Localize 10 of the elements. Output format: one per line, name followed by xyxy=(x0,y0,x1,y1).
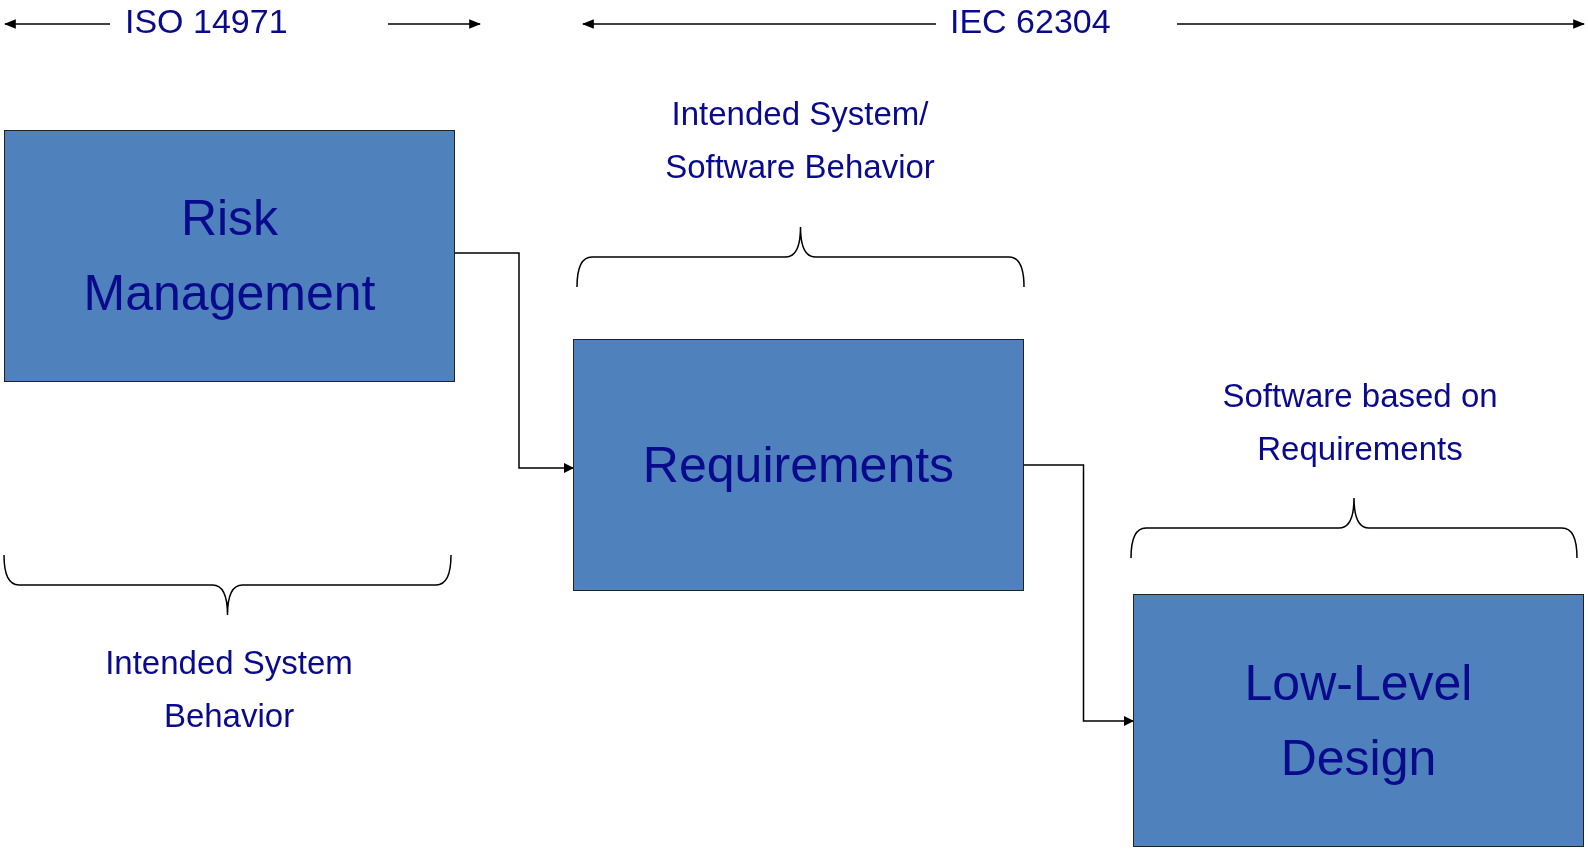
standard-label: ISO 14971 xyxy=(125,2,288,41)
process-box: Risk Management xyxy=(4,130,455,382)
brace-caption: Software based on Requirements xyxy=(1221,376,1499,469)
connector-arrow xyxy=(1023,464,1134,726)
brace-caption: Intended System Behavior xyxy=(104,643,354,736)
brace-caption: Intended System/ Software Behavior xyxy=(664,94,936,187)
process-box: Low-Level Design xyxy=(1133,594,1584,847)
process-box: Requirements xyxy=(573,339,1024,591)
connector-arrow xyxy=(454,252,574,473)
standard-label: IEC 62304 xyxy=(950,2,1111,41)
